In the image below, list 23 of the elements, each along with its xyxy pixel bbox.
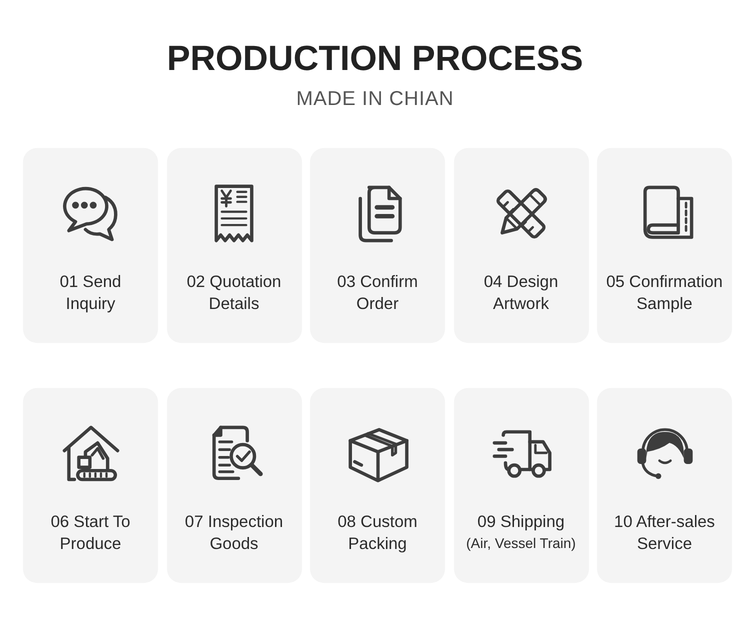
- step-card: [310, 148, 445, 343]
- step-label: 03 Confirm Order: [336, 272, 419, 315]
- step-card: [597, 148, 732, 343]
- step-card: [454, 148, 588, 343]
- step-note: (Air, Vessel Train): [466, 534, 576, 553]
- step-label: 04 Design Artwork: [482, 272, 560, 315]
- step-card: [166, 388, 302, 583]
- step-label: 08 Custom Packing: [336, 512, 418, 555]
- step-card: [310, 388, 445, 583]
- step-card: [23, 148, 158, 343]
- step-card: [23, 388, 158, 583]
- step-label: 07 Inspection Goods: [184, 512, 284, 555]
- step-label: 06 Start To Produce: [50, 512, 132, 555]
- title: PRODUCTION PROCESS: [166, 38, 584, 80]
- step-label: 05 Confirmation Sample: [605, 272, 724, 315]
- step-card: [597, 388, 732, 583]
- step-card: [166, 148, 302, 343]
- step-label: 09 Shipping: [477, 512, 565, 533]
- step-card: [454, 388, 588, 583]
- step-label: 10 After-sales Service: [613, 512, 716, 555]
- subtitle: MADE IN CHIAN: [296, 87, 454, 112]
- step-label: 02 Quotation Details: [186, 272, 282, 315]
- step-label: 01 Send Inquiry: [58, 272, 122, 315]
